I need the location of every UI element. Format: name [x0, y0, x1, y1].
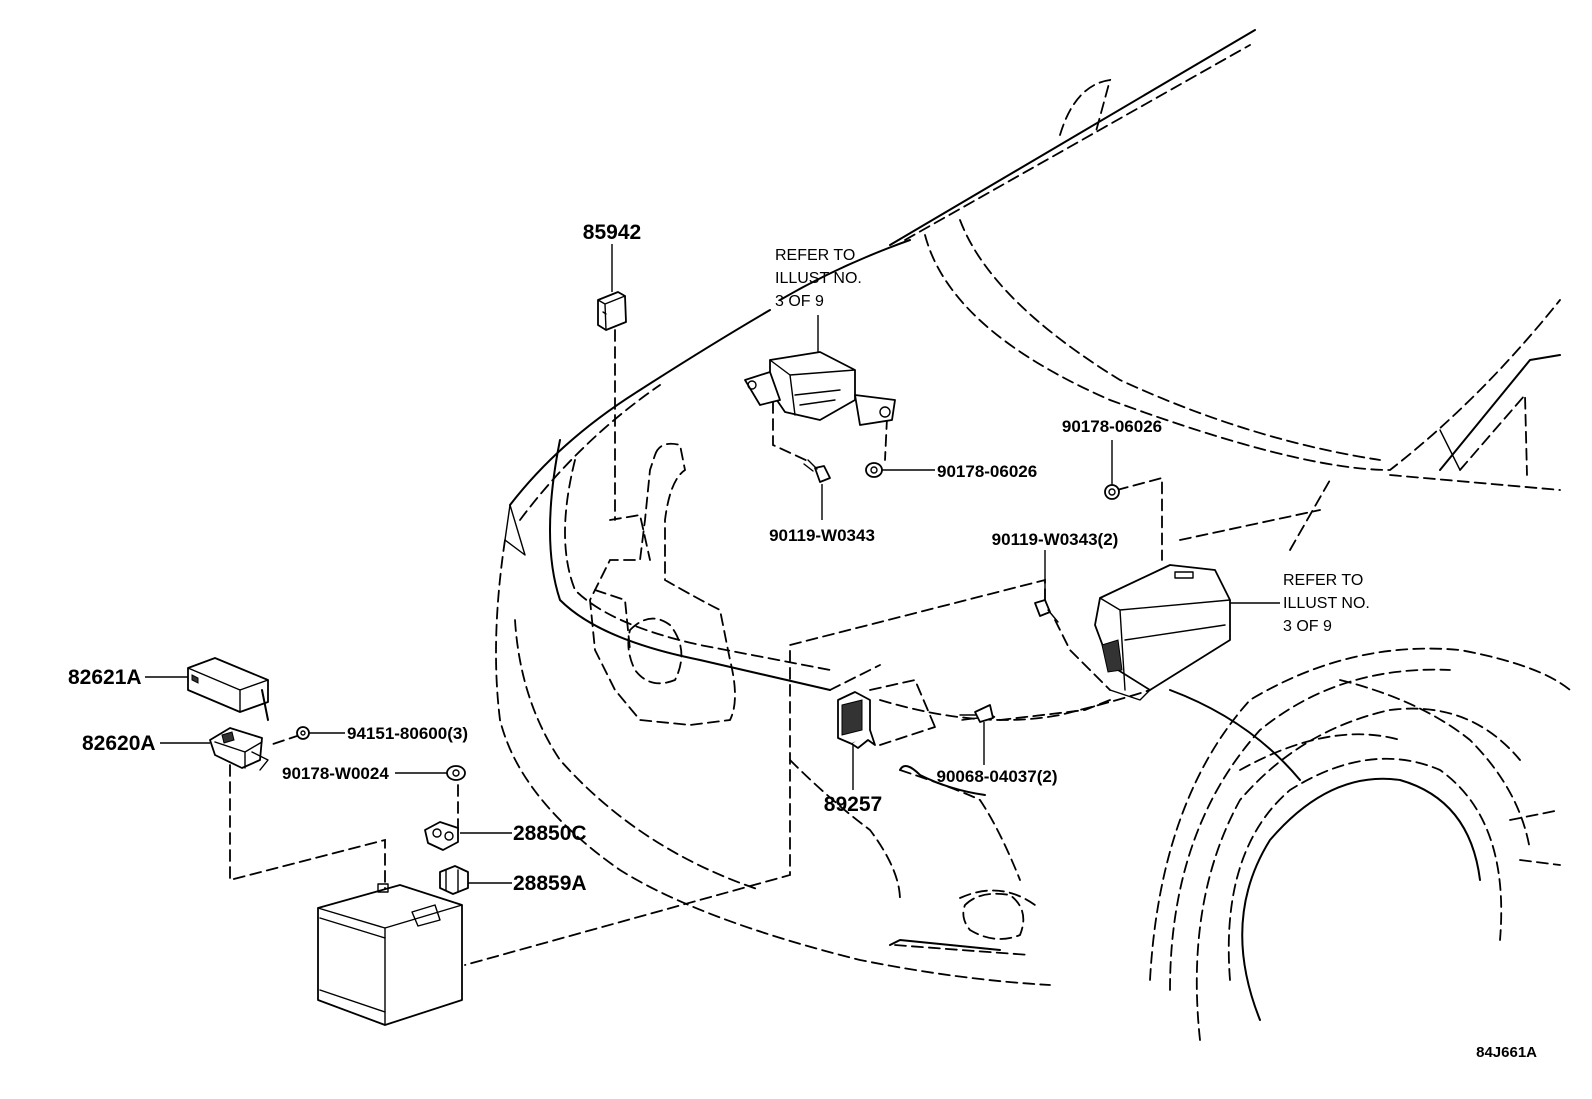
note-refer-a-line1: REFER TO [775, 247, 855, 264]
part-90119-W0343-2-bolt[interactable] [1034, 599, 1059, 623]
part-94151-80600-nut[interactable] [296, 726, 310, 740]
label-89257[interactable]: 89257 [824, 793, 882, 816]
part-battery[interactable] [317, 883, 463, 1026]
note-refer-b: REFER TO ILLUST NO. 3 OF 9 [1283, 572, 1374, 635]
part-28850C-terminal[interactable] [424, 821, 459, 851]
label-28850C[interactable]: 28850C [513, 822, 587, 845]
label-82621A[interactable]: 82621A [68, 666, 142, 689]
part-85942-relay[interactable] [597, 291, 627, 331]
part-upper-module[interactable] [744, 351, 896, 426]
note-refer-b-line2: ILLUST NO. [1283, 595, 1370, 612]
illustration-code: 84J661A [1476, 1044, 1537, 1061]
part-82621A-module[interactable] [187, 657, 269, 721]
part-28859A-terminal[interactable] [439, 865, 469, 895]
label-90068-04037-2[interactable]: 90068-04037(2) [937, 767, 1058, 786]
label-90119-W0343-2[interactable]: 90119-W0343(2) [992, 530, 1119, 549]
note-refer-b-line3: 3 OF 9 [1283, 618, 1332, 635]
part-90119-W0343-bolt[interactable] [803, 459, 831, 483]
part-90178-06026-nut-a[interactable] [865, 462, 883, 478]
note-refer-a-line2: ILLUST NO. [775, 270, 862, 287]
part-82620A-bracket[interactable] [209, 727, 269, 771]
label-28859A[interactable]: 28859A [513, 872, 587, 895]
vehicle-body-outline [495, 29, 1571, 1041]
note-refer-b-line1: REFER TO [1283, 572, 1363, 589]
part-90178-06026-nut-b[interactable] [1104, 484, 1120, 500]
washer-tank-shape [589, 442, 736, 726]
part-90178-W0024-nut[interactable] [446, 765, 466, 781]
label-90119-W0343[interactable]: 90119-W0343 [769, 526, 875, 545]
assembly-lines [229, 329, 1163, 966]
part-90068-04037-bolt[interactable] [959, 704, 994, 723]
label-90178-06026-b[interactable]: 90178-06026 [1062, 417, 1162, 436]
label-94151-80600-3[interactable]: 94151-80600(3) [347, 724, 468, 743]
label-90178-06026-a[interactable]: 90178-06026 [937, 462, 1037, 481]
label-leaders [145, 244, 1280, 884]
label-85942[interactable]: 85942 [583, 221, 641, 244]
part-relay-box[interactable] [1094, 564, 1231, 701]
note-refer-a: REFER TO ILLUST NO. 3 OF 9 [775, 247, 866, 310]
part-labels: 85942 REFER TO ILLUST NO. 3 OF 9 90178-0… [68, 221, 1537, 1061]
note-refer-a-line3: 3 OF 9 [775, 293, 824, 310]
label-82620A[interactable]: 82620A [82, 732, 156, 755]
label-90178-W0024[interactable]: 90178-W0024 [282, 764, 389, 783]
part-89257-sensor[interactable] [837, 691, 876, 749]
